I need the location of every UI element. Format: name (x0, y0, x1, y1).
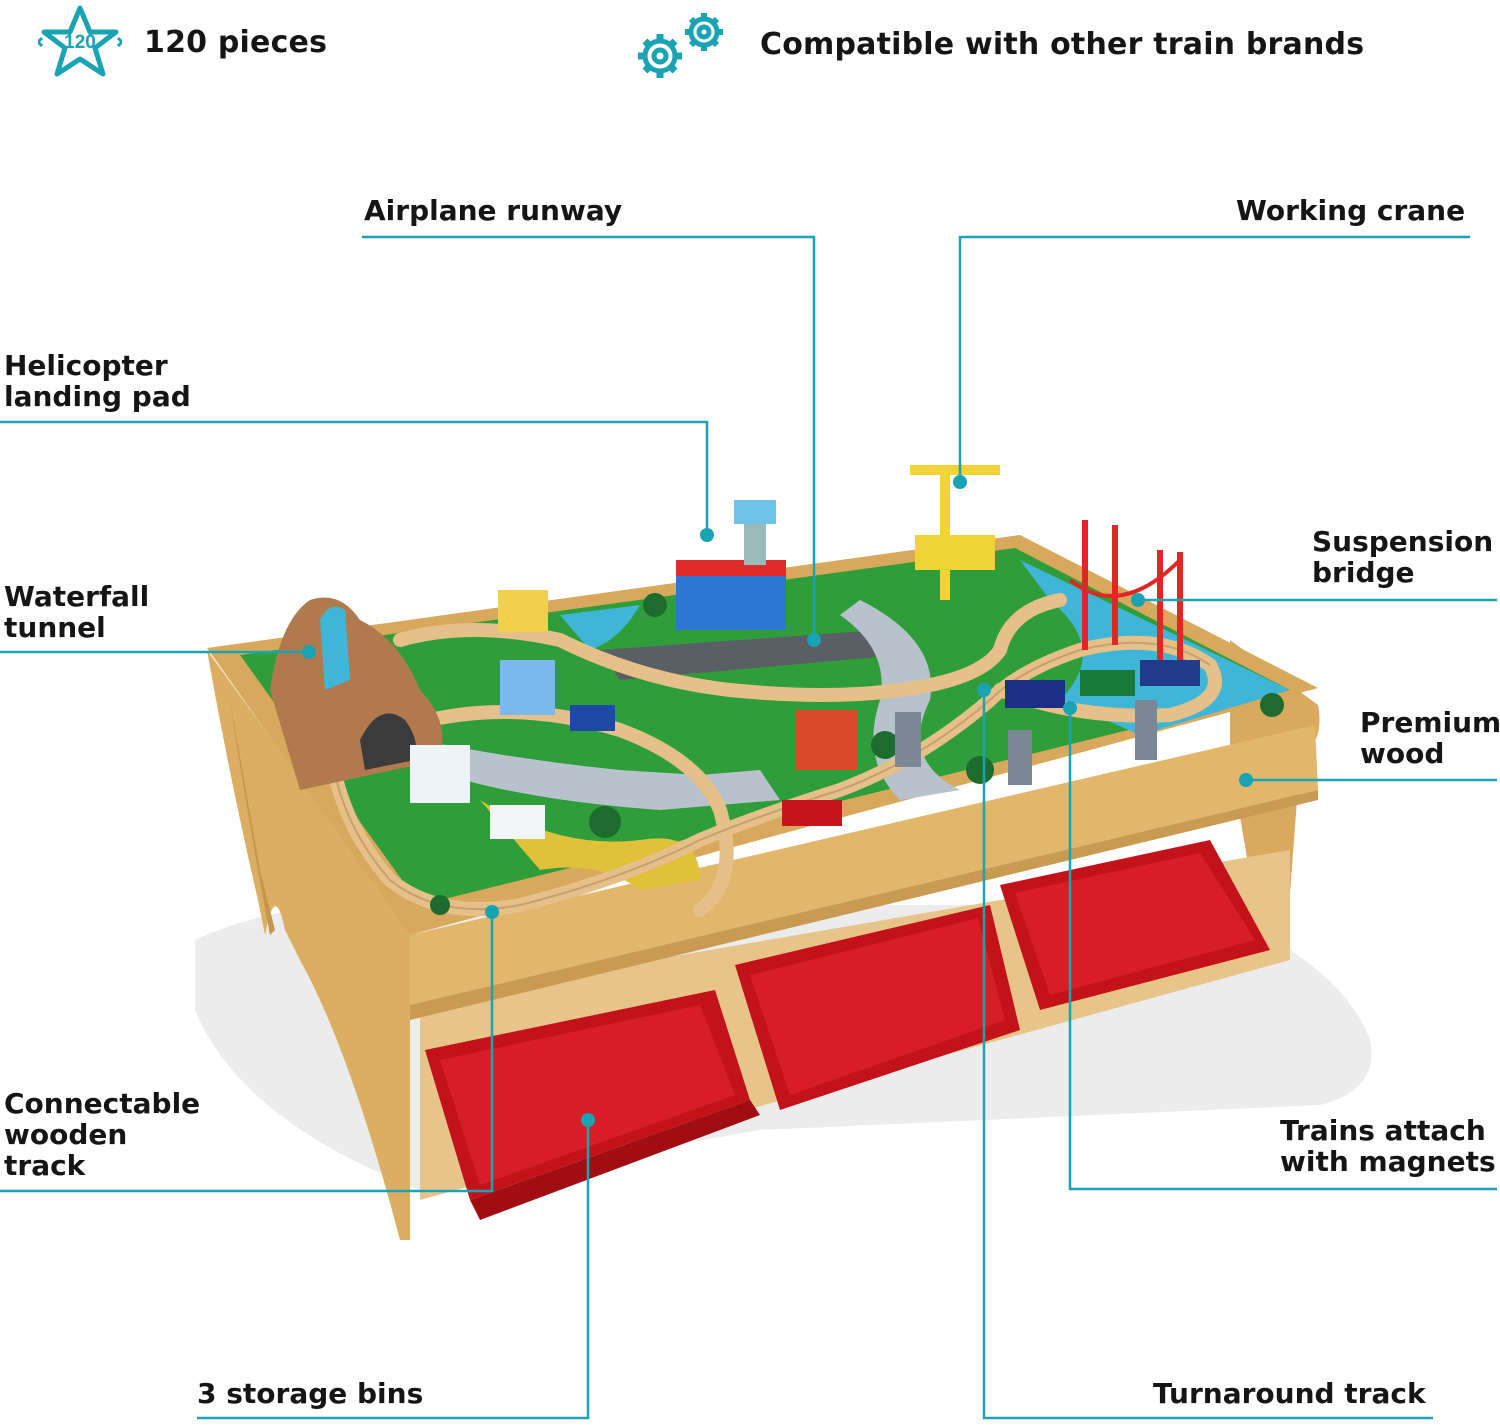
feature-pieces: 120 120 pieces (38, 4, 327, 80)
star-badge-number: 120 (64, 32, 96, 53)
ambulance (490, 805, 545, 839)
storage-bin-right (1000, 840, 1270, 1010)
leader-helicopter-pad (0, 420, 709, 535)
control-tower (676, 500, 786, 630)
star-badge-icon: 120 (38, 5, 122, 77)
label-storage-bins: 3 storage bins (197, 1377, 424, 1410)
label-trains-magnets: Trains attach with magnets (1280, 1114, 1496, 1178)
building-police (500, 660, 555, 715)
crane (910, 465, 1000, 600)
train-car-navy (1140, 660, 1200, 686)
leader-turnaround-track (982, 690, 1433, 1420)
leader-airplane-runway (362, 235, 816, 640)
table-front-apron (410, 725, 1318, 1005)
label-working-crane: Working crane (1236, 194, 1466, 227)
building-fire-station (795, 710, 857, 770)
table-left-panel (207, 650, 410, 1240)
feature-compatible-text: Compatible with other train brands (760, 26, 1365, 62)
feature-pieces-text: 120 pieces (144, 24, 328, 60)
label-helicopter-pad: Helicopter landing pad (4, 349, 191, 413)
leader-storage-bins (197, 1120, 590, 1420)
waterfall-mountain (270, 597, 443, 790)
label-waterfall-tunnel: Waterfall tunnel (4, 580, 150, 644)
building-station (498, 590, 548, 632)
label-connectable-track: Connectable wooden track (4, 1087, 201, 1182)
suspension-bridge (1068, 520, 1183, 665)
leader-trains-magnets (1068, 708, 1497, 1191)
storage-bin-left (425, 990, 760, 1220)
label-turnaround-track: Turnaround track (1153, 1377, 1426, 1410)
car-blue (570, 705, 615, 731)
building-hospital (410, 745, 470, 803)
storage-bin-middle (735, 905, 1020, 1110)
label-airplane-runway: Airplane runway (364, 194, 623, 227)
label-premium-wood: Premium wood (1360, 706, 1500, 770)
label-suspension-bridge: Suspension bridge (1312, 525, 1494, 589)
fire-truck (782, 800, 842, 826)
leader-working-crane (958, 235, 1470, 482)
gears-icon (638, 13, 723, 78)
train-car-blue (1005, 680, 1065, 708)
leader-connectable-track (0, 912, 494, 1193)
feature-compatible: Compatible with other train brands (632, 4, 1364, 84)
train-car-green (1080, 670, 1135, 696)
